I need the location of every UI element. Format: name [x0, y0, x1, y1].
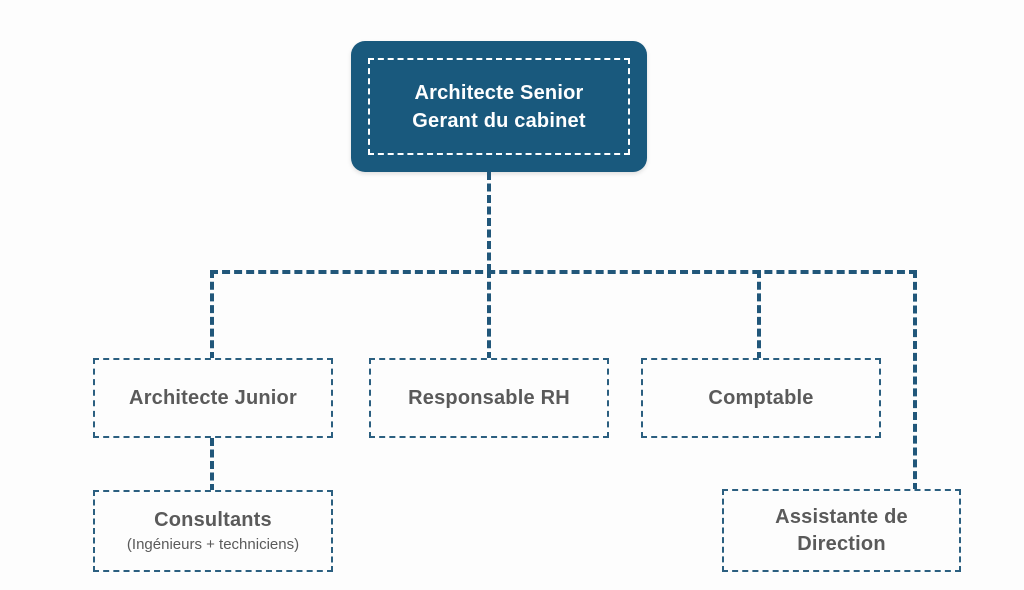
node-architecte-senior-subtitle: Gerant du cabinet — [412, 109, 586, 132]
node-architecte-senior[interactable]: Architecte Senior Gerant du cabinet — [351, 41, 647, 172]
node-assistante-direction-subtitle: Direction — [797, 532, 886, 555]
node-consultants-title: Consultants — [154, 509, 272, 531]
node-architecte-junior-title: Architecte Junior — [129, 386, 297, 409]
node-consultants-subtitle: (Ingénieurs + techniciens) — [126, 536, 300, 553]
node-architecte-senior-title: Architecte Senior — [414, 81, 584, 104]
connector-to-responsable-rh — [487, 270, 491, 360]
node-comptable-title: Comptable — [708, 386, 814, 409]
node-architecte-senior-inner-border: Architecte Senior Gerant du cabinet — [368, 58, 630, 155]
node-responsable-rh[interactable]: Responsable RH — [369, 358, 609, 438]
node-assistante-direction[interactable]: Assistante de Direction — [722, 489, 961, 572]
node-assistante-direction-title: Assistante de — [775, 505, 908, 528]
connector-to-comptable — [757, 270, 761, 360]
connector-to-assistante-direction — [913, 270, 917, 491]
connector-to-architecte-junior — [210, 270, 214, 360]
node-responsable-rh-title: Responsable RH — [408, 386, 570, 409]
connector-horizontal-bus — [210, 270, 917, 274]
node-architecte-junior[interactable]: Architecte Junior — [93, 358, 333, 438]
connector-to-consultants — [210, 438, 214, 492]
connector-root-stem — [487, 172, 491, 272]
node-comptable[interactable]: Comptable — [641, 358, 881, 438]
node-consultants[interactable]: Consultants (Ingénieurs + techniciens) — [93, 490, 333, 572]
